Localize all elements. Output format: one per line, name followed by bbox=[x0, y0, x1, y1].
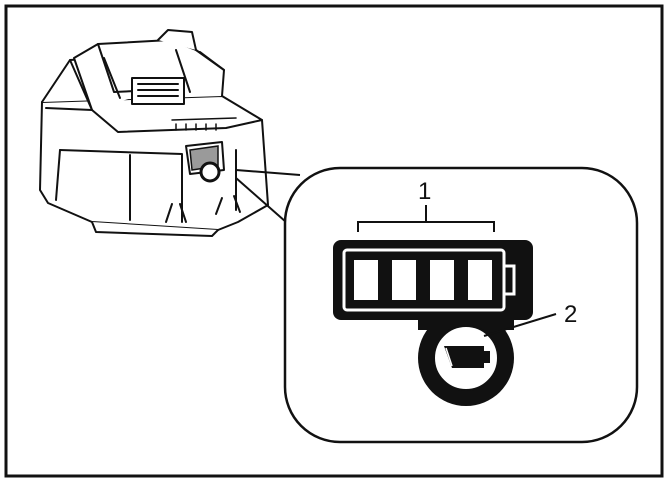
gauge-lamp-3 bbox=[430, 260, 454, 300]
gauge-battery-outline bbox=[342, 248, 516, 312]
gauge-bracket bbox=[357, 205, 495, 232]
callout-label-1: 1 bbox=[418, 178, 431, 205]
zoom-leader-lines bbox=[235, 169, 301, 223]
callout-label-2: 2 bbox=[564, 301, 577, 328]
battery-check-button-icon bbox=[444, 346, 490, 368]
gauge-lamp-4 bbox=[468, 260, 492, 300]
leader-line-2 bbox=[483, 313, 557, 337]
gauge-lamps bbox=[354, 260, 492, 300]
gauge-lamp-2 bbox=[392, 260, 416, 300]
pack-check-button bbox=[199, 161, 221, 183]
battery-pack-illustration bbox=[39, 29, 269, 237]
gauge-lamp-1 bbox=[354, 260, 378, 300]
